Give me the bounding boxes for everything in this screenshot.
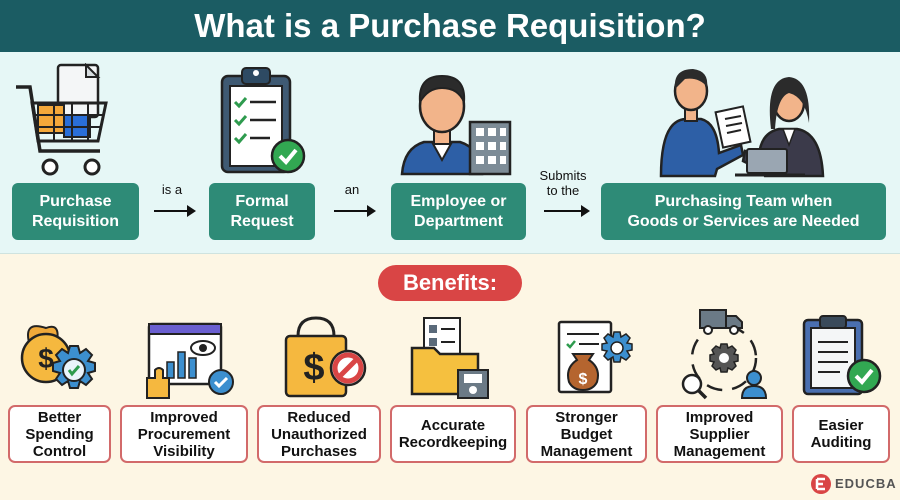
page-title: What is a Purchase Requisition? — [194, 7, 706, 44]
connector-label-is-a: is a — [161, 182, 183, 197]
benefits-heading: Benefits: — [378, 265, 522, 301]
logo-text: EDUCBA — [835, 476, 897, 491]
section-divider — [0, 253, 900, 254]
svg-text:$: $ — [303, 347, 324, 389]
arrow-icon — [334, 205, 376, 217]
budget-document-icon: $ — [557, 320, 633, 394]
money-gear-icon: $ — [20, 325, 96, 389]
connector-label-an: an — [344, 182, 360, 197]
supplier-cycle-icon — [681, 309, 768, 400]
employee-building-icon — [400, 74, 512, 176]
benefit-improved-supplier-management: Improved Supplier Management — [656, 405, 783, 463]
purchasing-team-icon — [659, 69, 825, 178]
shopping-cart-icon — [16, 63, 108, 176]
benefit-reduced-unauthorized-purchases: Reduced Unauthorized Purchases — [257, 405, 381, 463]
header-bar — [0, 0, 900, 52]
arrow-icon — [154, 205, 196, 217]
benefit-easier-auditing: Easier Auditing — [792, 405, 890, 463]
arrow-icon — [544, 205, 590, 217]
benefit-accurate-recordkeeping: Accurate Recordkeeping — [390, 405, 516, 463]
benefit-stronger-budget-management: Stronger Budget Management — [526, 405, 647, 463]
flow-box-employee-department: Employee or Department — [391, 183, 526, 240]
benefit-improved-procurement-visibility: Improved Procurement Visibility — [120, 405, 248, 463]
dashboard-eye-icon — [146, 322, 234, 399]
audit-clipboard-icon — [802, 315, 882, 396]
logo-mark-icon — [811, 474, 831, 494]
educba-logo: EDUCBA — [806, 472, 896, 496]
flow-box-purchasing-team: Purchasing Team when Goods or Services a… — [601, 183, 886, 240]
connector-label-submits-to-the: Submits to the — [539, 168, 587, 198]
svg-text:$: $ — [38, 343, 54, 374]
flow-box-formal-request: Formal Request — [209, 183, 315, 240]
checklist-clipboard-icon — [220, 67, 306, 174]
benefit-better-spending-control: Better Spending Control — [8, 405, 111, 463]
svg-text:$: $ — [579, 371, 588, 388]
flow-box-purchase-requisition: Purchase Requisition — [12, 183, 139, 240]
folder-records-icon — [410, 317, 489, 399]
shopping-bag-prohibited-icon: $ — [284, 316, 367, 398]
